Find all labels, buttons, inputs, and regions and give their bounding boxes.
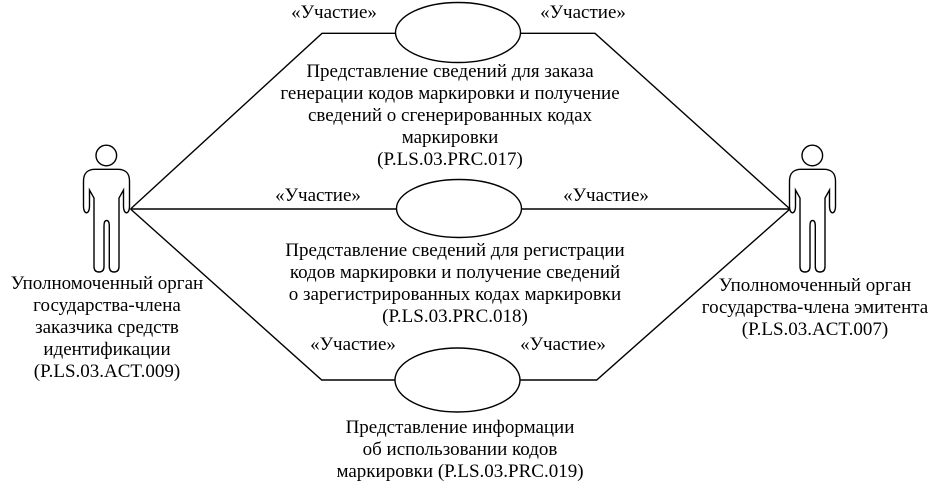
actor-label-line: (P.LS.03.ACT.007) <box>741 319 889 340</box>
use-case-label-line: сведений о сгенерированных кодах <box>307 105 593 126</box>
stereotype-label-top-left: «Участие» <box>291 2 377 23</box>
actor-head-icon <box>95 144 118 167</box>
actor-label-line: Уполномоченный орган <box>10 273 204 294</box>
use-case-label-line: кодов маркировки и получение сведений <box>289 262 621 283</box>
use-case-label-line: об использовании кодов <box>362 439 558 460</box>
actor-label-line: Уполномоченный орган <box>718 275 912 296</box>
actor-label-line: (P.LS.03.ACT.009) <box>33 361 181 382</box>
use-case-label-bottom: Представление информации об использовани… <box>307 417 613 483</box>
actor-label-line: государства-члена эмитента <box>701 297 929 318</box>
use-case-label-line: Представление сведений для регистрации <box>285 240 625 261</box>
stereotype-label-middle-right: «Участие» <box>563 185 649 206</box>
use-case-ellipse-middle <box>395 178 523 239</box>
actor-label-line: заказчика средств <box>35 317 179 338</box>
use-case-label-line: генерации кодов маркировки и получение <box>280 83 620 104</box>
actor-label-line: государства-члена <box>33 295 181 316</box>
use-case-label-top: Представление сведений для заказа генера… <box>260 61 640 171</box>
use-case-label-line: маркировки <box>401 127 499 148</box>
use-case-label-line: (P.LS.03.PRC.018) <box>382 306 528 327</box>
use-case-label-middle: Представление сведений для регистрации к… <box>260 240 650 328</box>
use-case-label-line: Представление информации <box>345 417 575 438</box>
stereotype-label-top-right: «Участие» <box>540 2 626 23</box>
stereotype-label-middle-left: «Участие» <box>275 185 361 206</box>
actor-left-label: Уполномоченный орган государства-члена з… <box>2 273 212 383</box>
use-case-ellipse-top <box>394 1 522 64</box>
actor-left-figure <box>82 144 131 273</box>
use-case-label-line: о зарегистрированных кодах маркировки <box>288 284 622 305</box>
actor-label-line: идентификации <box>43 339 171 360</box>
use-case-label-line: Представление сведений для заказа <box>306 61 594 82</box>
actor-body-icon <box>788 168 837 273</box>
actor-head-icon <box>801 144 824 167</box>
actor-right-figure <box>788 144 837 273</box>
actor-right-label: Уполномоченный орган государства-члена э… <box>690 275 940 341</box>
stereotype-label-bottom-right: «Участие» <box>520 334 606 355</box>
use-case-label-line: маркировки (P.LS.03.PRC.019) <box>336 461 584 482</box>
use-case-label-line: (P.LS.03.PRC.017) <box>377 149 523 170</box>
stereotype-label-bottom-left: «Участие» <box>310 334 396 355</box>
actor-body-icon <box>82 168 131 273</box>
use-case-ellipse-bottom <box>394 347 521 413</box>
